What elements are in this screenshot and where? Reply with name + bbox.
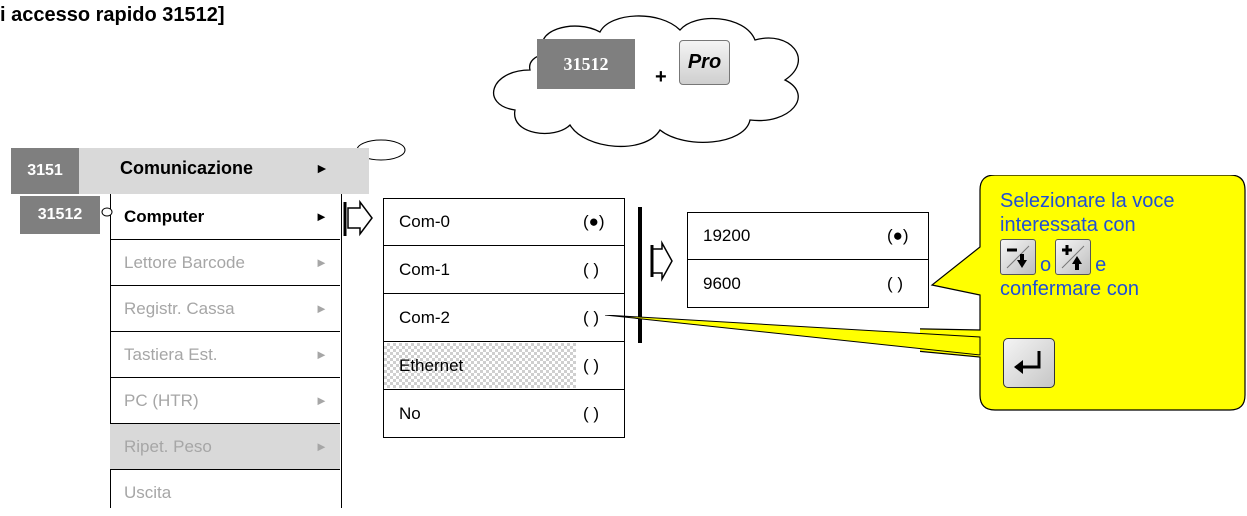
- parent-menu-arrow-icon: ►: [315, 160, 329, 176]
- minus-down-key-icon[interactable]: [1000, 239, 1036, 275]
- callout-and-word: e: [1095, 254, 1107, 276]
- port-label: Com-1: [399, 259, 451, 279]
- submenu-column: [110, 194, 342, 508]
- port-label: Ethernet: [399, 355, 464, 375]
- arrow-to-ports-icon: [343, 199, 373, 237]
- callout-or-word: o: [1040, 254, 1052, 276]
- pro-key[interactable]: Pro: [679, 40, 730, 85]
- port-label: Com-0: [399, 211, 451, 231]
- menu-item-ripet-peso[interactable]: Ripet. Peso ►: [110, 424, 340, 470]
- parent-menu-code: 3151: [11, 148, 79, 194]
- small-bubble: [101, 207, 113, 217]
- callout-bubble: [920, 175, 1246, 411]
- arrow-to-baud-icon: [638, 207, 673, 343]
- baud-label: 19200: [703, 225, 751, 245]
- radio-selected-icon: (●): [887, 225, 909, 245]
- radio-selected-icon: (●): [583, 211, 605, 231]
- port-label: No: [399, 404, 421, 423]
- callout-line-2: interessata con: [1000, 214, 1136, 236]
- menu-item-label: PC (HTR): [124, 390, 199, 410]
- menu-arrow-icon: ►: [315, 347, 328, 362]
- menu-item-label: Registr. Cassa: [124, 298, 235, 318]
- baud-list: [687, 212, 929, 308]
- port-label: Com-2: [399, 307, 451, 327]
- radio-icon: ( ): [583, 307, 600, 327]
- port-option-com0[interactable]: Com-0 (●): [383, 198, 625, 246]
- menu-item-tastiera-est[interactable]: Tastiera Est. ►: [110, 332, 340, 378]
- cloud-shape: [493, 15, 799, 148]
- callout-keys-row: o e: [1000, 237, 1240, 277]
- port-option-com1[interactable]: Com-1 ( ): [383, 246, 625, 294]
- disabled-pattern: [384, 343, 576, 388]
- menu-item-pc-htr[interactable]: PC (HTR) ►: [110, 378, 340, 424]
- menu-item-registr-cassa[interactable]: Registr. Cassa ►: [110, 286, 340, 332]
- plus-sign: +: [655, 66, 667, 88]
- page-title: i accesso rapido 31512]: [0, 4, 225, 26]
- menu-arrow-icon: ►: [315, 301, 328, 316]
- callout-pointer-line: [605, 315, 981, 356]
- parent-menu-label: Comunicazione: [120, 158, 254, 178]
- menu-item-label: Uscita: [124, 483, 172, 502]
- radio-icon: ( ): [583, 404, 600, 423]
- menu-item-label: Ripet. Peso: [124, 436, 212, 456]
- menu-arrow-icon: ►: [315, 393, 328, 408]
- selected-menu-code: 31512: [20, 196, 100, 234]
- quick-access-code: 31512: [537, 39, 635, 89]
- baud-option-19200[interactable]: 19200 (●): [687, 212, 929, 260]
- parent-menu-row[interactable]: [79, 148, 369, 194]
- radio-icon: ( ): [583, 355, 600, 375]
- menu-arrow-icon: ►: [315, 439, 328, 454]
- menu-item-label: Lettore Barcode: [124, 252, 245, 272]
- menu-item-computer[interactable]: Computer ►: [110, 194, 340, 240]
- enter-key-icon[interactable]: [1003, 338, 1055, 388]
- radio-icon: ( ): [887, 274, 904, 293]
- menu-item-uscita[interactable]: Uscita: [110, 470, 340, 516]
- port-option-no[interactable]: No ( ): [383, 390, 625, 438]
- callout-line-1: Selezionare la voce: [1000, 190, 1175, 212]
- menu-item-lettore-barcode[interactable]: Lettore Barcode ►: [110, 240, 340, 286]
- port-option-com2[interactable]: Com-2 ( ): [383, 294, 625, 342]
- plus-up-key-icon[interactable]: [1055, 239, 1092, 275]
- menu-item-label: Tastiera Est.: [124, 344, 218, 364]
- menu-arrow-icon: ►: [315, 255, 328, 270]
- ports-list: [383, 198, 625, 438]
- baud-label: 9600: [703, 274, 741, 293]
- radio-icon: ( ): [583, 259, 600, 279]
- port-option-ethernet[interactable]: Ethernet ( ): [383, 342, 625, 390]
- baud-option-9600[interactable]: 9600 ( ): [687, 260, 929, 308]
- menu-arrow-icon: ►: [315, 209, 328, 224]
- callout-line-4: confermare con: [1000, 278, 1139, 300]
- callout-text: Selezionare la voce interessata con o e …: [1000, 189, 1240, 301]
- menu-item-label: Computer: [124, 206, 205, 226]
